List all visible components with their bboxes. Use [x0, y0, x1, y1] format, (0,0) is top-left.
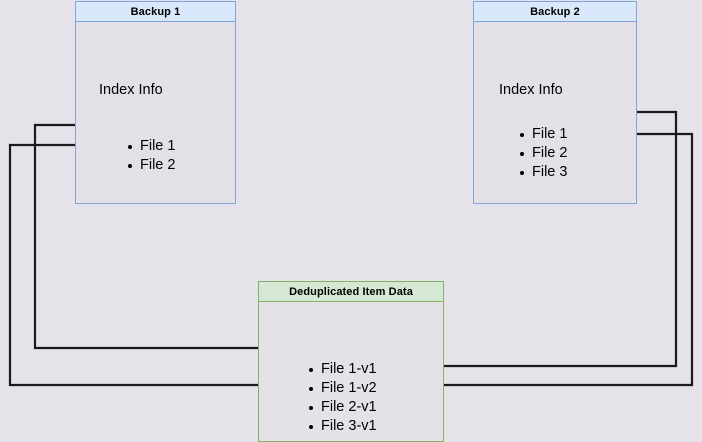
backup-1-box[interactable]: Backup 1 Index Info File 1 File 2	[75, 1, 236, 204]
backup-2-index-info-label: Index Info	[499, 82, 563, 98]
backup-2-title: Backup 2	[473, 1, 637, 22]
list-item: File 2	[519, 144, 567, 163]
list-item: File 1-v1	[308, 360, 377, 379]
deduplicated-item-data-title: Deduplicated Item Data	[258, 281, 444, 302]
list-item: File 1	[127, 137, 175, 156]
backup-2-box[interactable]: Backup 2 Index Info File 1 File 2 File 3	[473, 1, 637, 204]
list-item: File 3-v1	[308, 417, 377, 436]
backup-2-body: Index Info File 1 File 2 File 3	[473, 21, 637, 204]
backup-1-title: Backup 1	[75, 1, 236, 22]
list-item: File 2-v1	[308, 398, 377, 417]
dedup-file-list: File 1-v1 File 1-v2 File 2-v1 File 3-v1	[308, 360, 377, 436]
deduplicated-item-data-body: File 1-v1 File 1-v2 File 2-v1 File 3-v1	[258, 301, 444, 442]
list-item: File 1-v2	[308, 379, 377, 398]
backup-2-file-list: File 1 File 2 File 3	[519, 125, 567, 182]
list-item: File 1	[519, 125, 567, 144]
backup-1-file-list: File 1 File 2	[127, 137, 175, 175]
list-item: File 2	[127, 156, 175, 175]
deduplicated-item-data-box[interactable]: Deduplicated Item Data File 1-v1 File 1-…	[258, 281, 444, 442]
backup-1-index-info-label: Index Info	[99, 82, 163, 98]
list-item: File 3	[519, 163, 567, 182]
backup-1-body: Index Info File 1 File 2	[75, 21, 236, 204]
